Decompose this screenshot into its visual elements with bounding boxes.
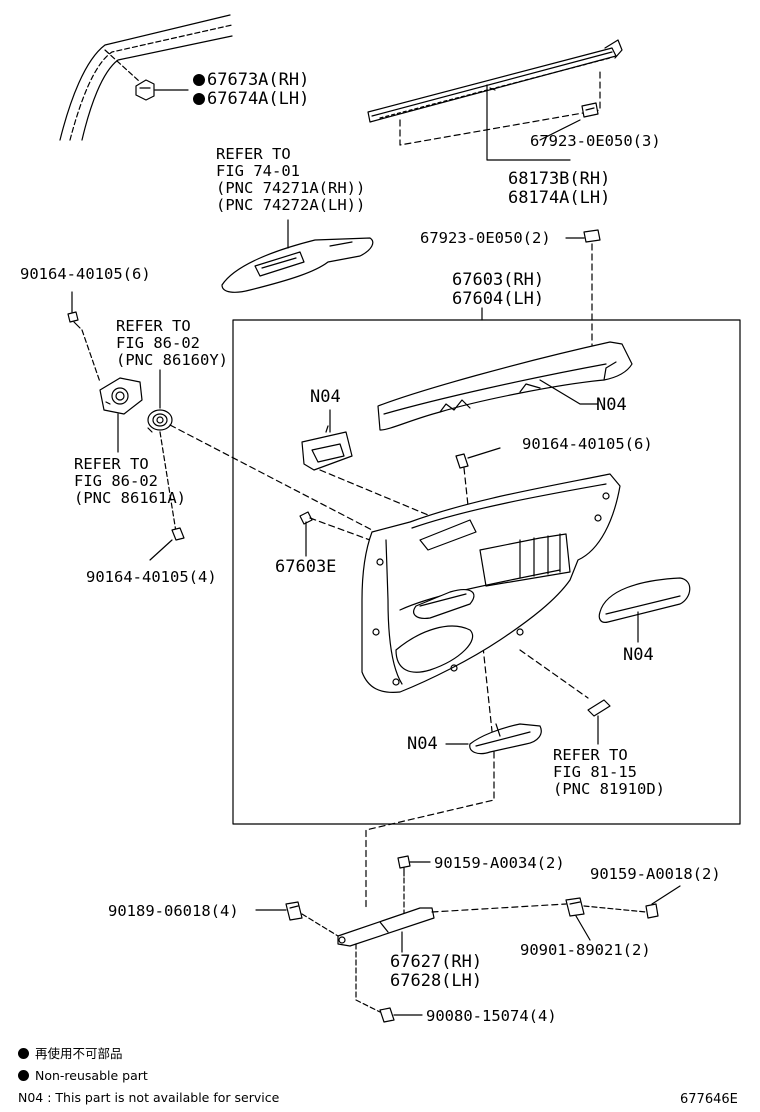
- clip-90189: [285, 901, 303, 921]
- label-67603: 67603(RH): [452, 270, 545, 290]
- speaker-bracket: [99, 377, 143, 415]
- label-ref86a-2: FIG 86-02: [116, 334, 200, 352]
- legend-non-reusable: Non-reusable part: [18, 1068, 148, 1083]
- n04-pad: [598, 577, 691, 623]
- n04-bracket: [301, 425, 353, 471]
- label-ref86a-3: (PNC 86160Y): [116, 351, 228, 369]
- label-67604: 67604(LH): [452, 289, 545, 309]
- figure-id: 677646E: [680, 1092, 738, 1107]
- clip-67673a: [135, 79, 155, 101]
- assembly-frame: [232, 319, 741, 825]
- clip-81910: [587, 699, 611, 717]
- bullet-icon: [18, 1048, 29, 1059]
- label-90164-6b: 90164-40105(6): [522, 435, 653, 453]
- label-ref86b-3: (PNC 86161A): [74, 489, 186, 507]
- label-90164-6a: 90164-40105(6): [20, 265, 151, 283]
- label-90080: 90080-15074(4): [426, 1007, 557, 1025]
- legend-n04-note: N04 : This part is not available for ser…: [18, 1090, 280, 1105]
- label-68174a: 68174A(LH): [508, 188, 611, 208]
- screw-90164-b: [455, 453, 469, 469]
- label-n04-a: N04: [310, 387, 341, 407]
- label-ref74-2: FIG 74-01: [216, 162, 300, 180]
- screw-90164-a: [67, 311, 81, 329]
- label-ref74-3: (PNC 74271A(RH)): [216, 179, 366, 197]
- label-90901: 90901-89021(2): [520, 941, 651, 959]
- screw-90159-a0018: [645, 903, 659, 919]
- label-ref86b-1: REFER TO: [74, 455, 149, 473]
- screw-90159-a0034: [397, 855, 411, 877]
- label-67627: 67627(RH): [390, 952, 483, 972]
- label-ref81-3: (PNC 81910D): [553, 780, 665, 798]
- door-trim-panel: [361, 473, 621, 693]
- clip-67923-a: [581, 102, 599, 118]
- label-n04-c: N04: [623, 645, 654, 665]
- n04-pull-handle: [469, 723, 542, 755]
- label-ref81-1: REFER TO: [553, 746, 628, 764]
- power-window-switch-base: [221, 237, 374, 293]
- label-90159-a0018: 90159-A0018(2): [590, 865, 721, 883]
- label-67628: 67628(LH): [390, 971, 483, 991]
- label-ref86b-2: FIG 86-02: [74, 472, 158, 490]
- label-90164-4: 90164-40105(4): [86, 568, 217, 586]
- label-90159-a0034: 90159-A0034(2): [434, 854, 565, 872]
- door-upper-trim: [377, 341, 633, 431]
- screw-90164-c: [171, 527, 185, 541]
- label-67923-3: 67923-0E050(3): [530, 132, 661, 150]
- label-67674a: 67674A(LH): [193, 90, 309, 109]
- label-ref81-2: FIG 81-15: [553, 763, 637, 781]
- bolt-90080: [379, 1007, 395, 1023]
- clip-67603e: [299, 511, 313, 525]
- label-n04-d: N04: [407, 734, 438, 754]
- bullet-icon: [18, 1070, 29, 1081]
- legend-jp: 再使用不可部品: [18, 1046, 123, 1061]
- label-90189: 90189-06018(4): [108, 902, 239, 920]
- label-67603e: 67603E: [275, 557, 337, 577]
- lower-bracket-67627: [337, 907, 435, 947]
- label-67923-2: 67923-0E050(2): [420, 229, 551, 247]
- label-68173b: 68173B(RH): [508, 169, 611, 189]
- clip-90901: [565, 897, 585, 917]
- clip-67923-b: [583, 229, 601, 243]
- label-ref74-4: (PNC 74272A(LH)): [216, 196, 366, 214]
- label-n04-b: N04: [596, 395, 627, 415]
- label-67673a: 67673A(RH): [193, 71, 309, 90]
- label-ref74-1: REFER TO: [216, 145, 291, 163]
- belt-moulding: [367, 39, 623, 123]
- speaker: [147, 409, 173, 433]
- label-ref86a-1: REFER TO: [116, 317, 191, 335]
